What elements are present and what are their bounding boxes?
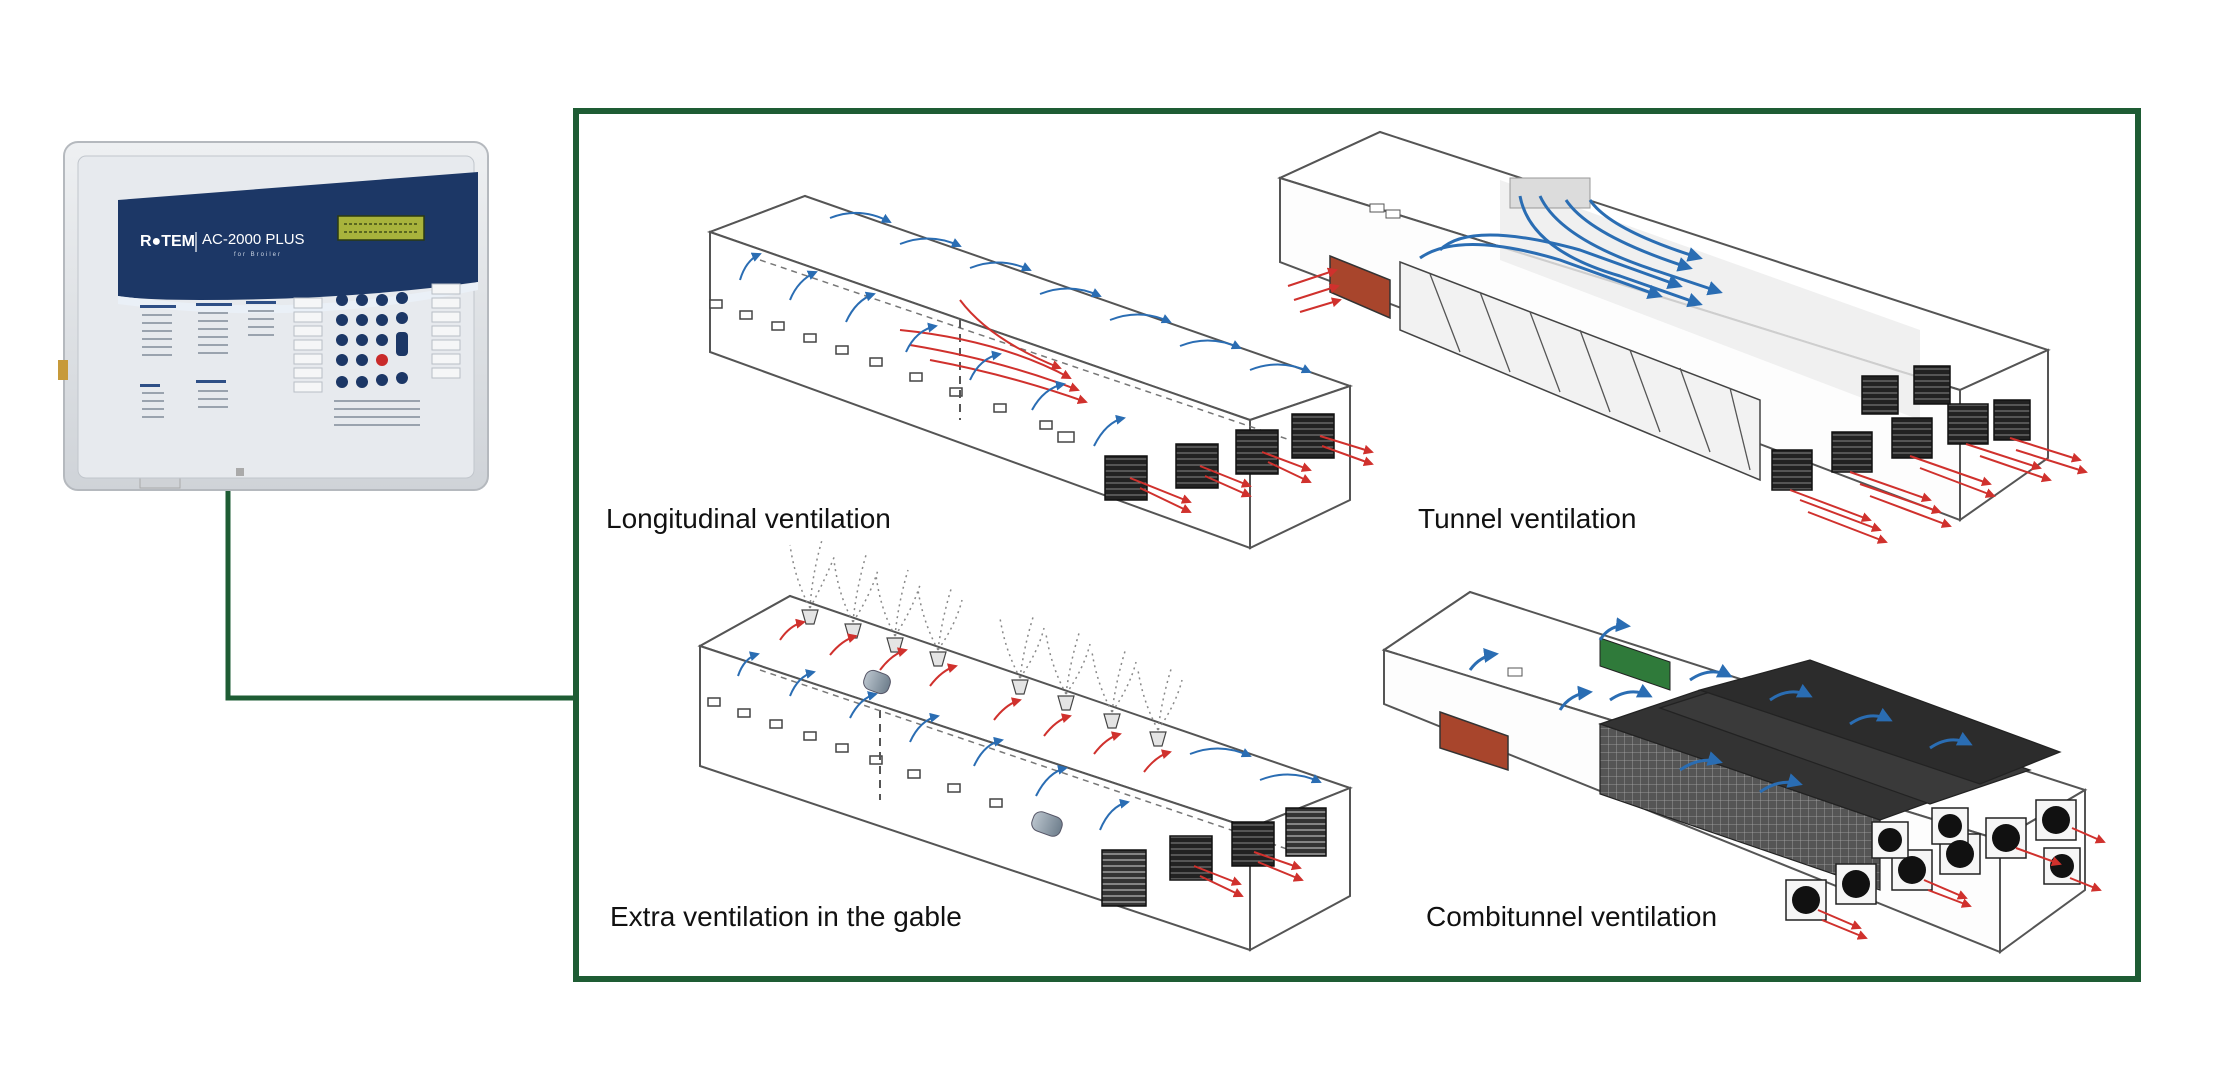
cooling-pad (1329, 254, 1391, 320)
panel-combitunnel: Combitunnel ventilation (1381, 590, 2106, 954)
panel-longitudinal: Longitudinal ventilation (606, 194, 1374, 550)
lcd-display (337, 215, 425, 241)
controller-subtitle: for Broiler (234, 252, 282, 258)
panel-caption: Longitudinal ventilation (606, 503, 891, 534)
controller-unit: R●TEM AC-2000 PLUS for Broiler (58, 141, 489, 491)
heater-board (1599, 637, 1671, 691)
panel-caption: Tunnel ventilation (1418, 503, 1636, 534)
controller-brand: R●TEM (140, 233, 195, 250)
cable-gland-icon (58, 360, 68, 380)
panel-tunnel: Tunnel ventilation (1277, 130, 2088, 544)
keypad (336, 292, 408, 388)
panel-caption: Extra ventilation in the gable (610, 901, 962, 932)
connector-line (225, 470, 575, 701)
controller-header (118, 172, 478, 300)
panel-gable: Extra ventilation in the gable (610, 539, 1353, 952)
cooling-pad (1439, 710, 1509, 772)
panel-caption: Combitunnel ventilation (1426, 901, 1717, 932)
controller-model: AC-2000 PLUS (202, 231, 305, 248)
